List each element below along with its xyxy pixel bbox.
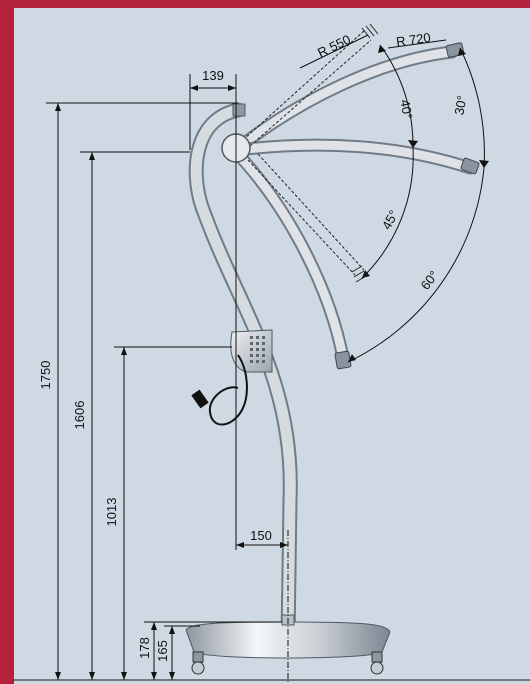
dim-arm-offset: 139 — [202, 68, 224, 83]
pole-top-cap — [232, 103, 246, 117]
dim-height-base-plate: 165 — [155, 640, 170, 662]
dim-height-lamp-joint: 1606 — [72, 401, 87, 430]
lamp-head-middle — [460, 157, 480, 175]
inner-arm-ticks — [351, 23, 379, 283]
dim-angle-outer-up: 30° — [451, 94, 469, 116]
dim-base-offset: 150 — [250, 528, 272, 543]
dim-height-total: 1750 — [38, 361, 53, 390]
dim-radius-inner: R 550 — [315, 32, 353, 61]
lamp-head-bottom — [334, 350, 352, 370]
dimension-arrowheads — [55, 45, 489, 680]
power-cable-icon — [191, 354, 248, 426]
dim-angle-inner-down: 45° — [379, 208, 401, 232]
dim-angle-inner-up: 40° — [397, 98, 415, 120]
lamp-arms-inner-dashed — [242, 29, 372, 276]
control-unit — [230, 329, 273, 373]
lamp-pole — [188, 102, 298, 648]
dimension-lines — [46, 34, 485, 680]
dim-height-base-top: 178 — [137, 637, 152, 659]
lamp-arms — [229, 42, 480, 370]
dim-height-control-unit: 1013 — [104, 498, 119, 527]
dim-radius-outer: R 720 — [395, 30, 431, 50]
